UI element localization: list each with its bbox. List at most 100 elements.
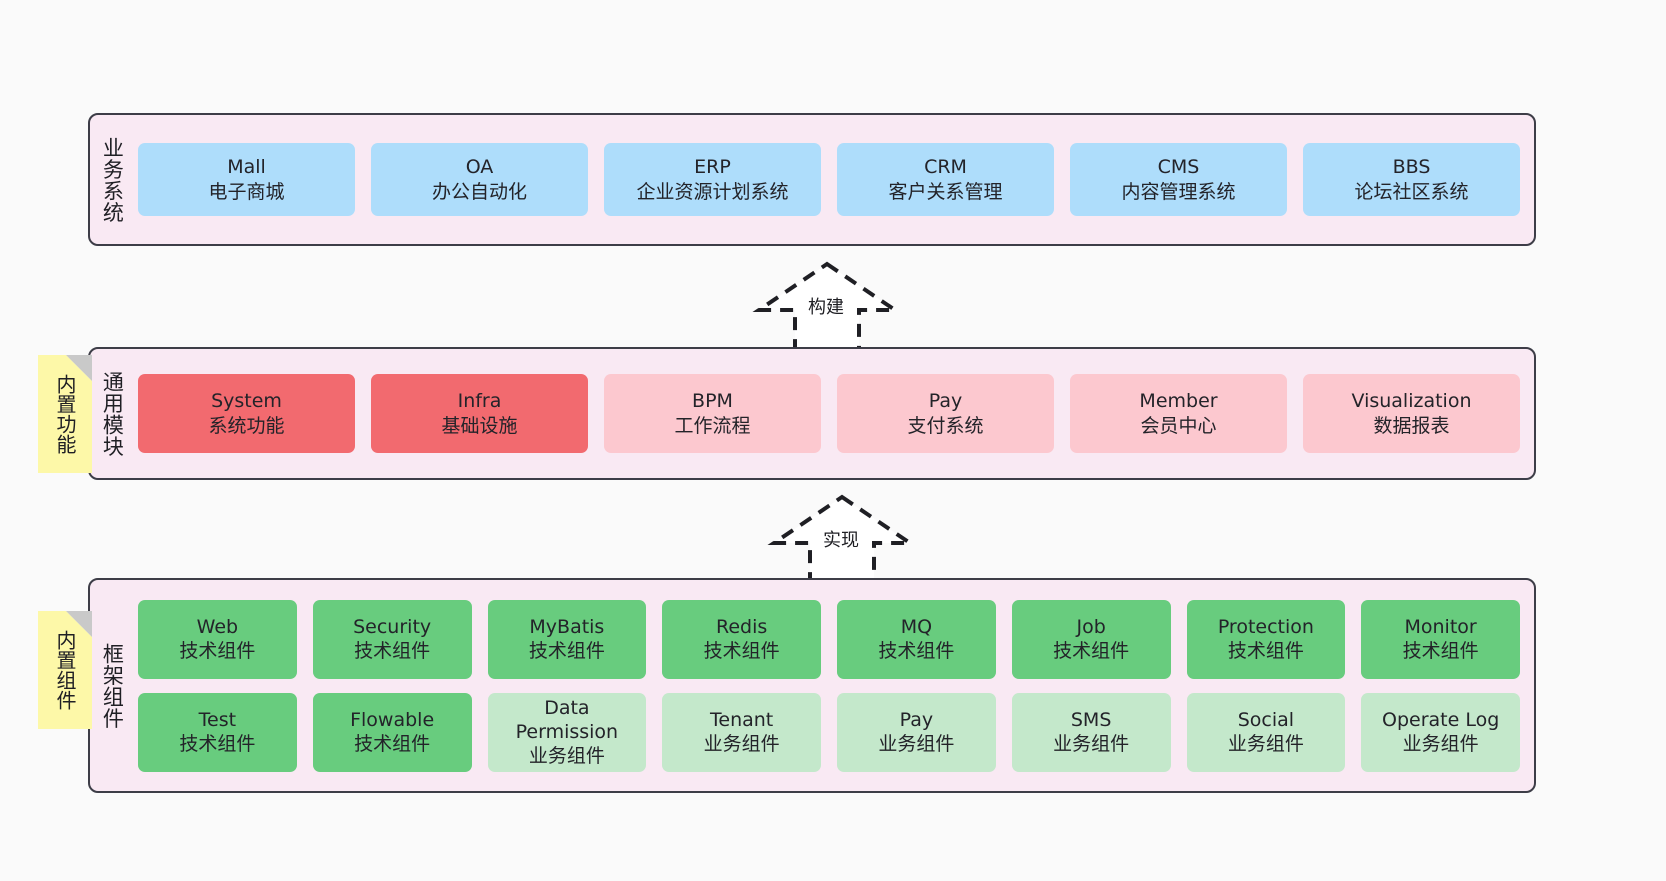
component-subtitle: 技术组件: [1053, 640, 1130, 662]
connector-implement-label: 实现: [823, 530, 859, 551]
component-card-security[interactable]: Security 技术组件: [312, 599, 472, 679]
component-card-tenant[interactable]: Tenant 业务组件: [662, 692, 821, 772]
module-card-erp[interactable]: ERP 企业资源计划系统: [604, 143, 821, 216]
component-subtitle: 业务组件: [1227, 733, 1304, 755]
component-subtitle: 技术组件: [179, 733, 256, 755]
component-subtitle: 技术组件: [354, 640, 431, 662]
component-name: Operate Log: [1381, 708, 1500, 731]
sticky-note-label: 内置功能: [53, 374, 77, 454]
module-card-crm[interactable]: CRM 客户关系管理: [837, 143, 1054, 216]
module-name: Member: [1139, 390, 1218, 413]
component-name: MyBatis: [529, 615, 605, 638]
component-card-sms[interactable]: SMS 业务组件: [1011, 692, 1171, 772]
module-card-pay[interactable]: Pay 支付系统: [837, 374, 1054, 453]
module-subtitle: 电子商城: [208, 180, 285, 203]
layer-common-modules: 通用模块 System 系统功能 Infra 基础设施 BPM 工作流程 Pay…: [88, 347, 1536, 480]
component-subtitle: 技术组件: [878, 640, 955, 662]
module-card-mall[interactable]: Mall 电子商城: [138, 143, 355, 216]
component-card-mq[interactable]: MQ 技术组件: [837, 599, 996, 679]
module-card-infra[interactable]: Infra 基础设施: [371, 374, 588, 453]
component-card-protection[interactable]: Protection 技术组件: [1186, 599, 1346, 679]
layer-title-common-modules: 通用模块: [100, 370, 125, 457]
note-fold-corner-icon: [66, 355, 92, 381]
component-subtitle: 业务组件: [1402, 733, 1479, 755]
component-card-redis[interactable]: Redis 技术组件: [662, 599, 821, 679]
module-name: BPM: [692, 390, 733, 413]
module-name: BBS: [1392, 156, 1431, 179]
component-card-test[interactable]: Test 技术组件: [138, 692, 297, 772]
component-card-monitor[interactable]: Monitor 技术组件: [1361, 599, 1520, 679]
module-subtitle: 办公自动化: [431, 180, 527, 203]
module-name: CRM: [924, 156, 967, 179]
module-card-member[interactable]: Member 会员中心: [1070, 374, 1287, 453]
component-subtitle: 技术组件: [354, 733, 431, 755]
module-name: OA: [465, 156, 494, 179]
component-subtitle: 技术组件: [703, 640, 780, 662]
module-subtitle: 论坛社区系统: [1354, 180, 1469, 203]
component-name: Tenant: [710, 708, 774, 731]
module-card-bpm[interactable]: BPM 工作流程: [604, 374, 821, 453]
component-name: Social: [1237, 708, 1295, 731]
component-card-web[interactable]: Web 技术组件: [138, 599, 297, 679]
module-subtitle: 数据报表: [1373, 414, 1450, 437]
component-name: Flowable: [350, 708, 435, 731]
module-card-bbs[interactable]: BBS 论坛社区系统: [1303, 143, 1520, 216]
module-subtitle: 支付系统: [907, 414, 984, 437]
component-card-pay[interactable]: Pay 业务组件: [837, 692, 996, 772]
layer-title-framework-components: 框架组件: [100, 642, 125, 729]
component-card-job[interactable]: Job 技术组件: [1011, 599, 1171, 679]
module-subtitle: 基础设施: [441, 414, 518, 437]
component-name: Test: [198, 708, 237, 731]
module-name: Mall: [227, 156, 266, 179]
layer-business-systems: 业务系统 Mall 电子商城 OA 办公自动化 ERP 企业资源计划系统 CRM…: [88, 113, 1536, 246]
component-subtitle: 技术组件: [528, 640, 605, 662]
row: Mall 电子商城 OA 办公自动化 ERP 企业资源计划系统 CRM 客户关系…: [138, 143, 1520, 216]
layer-body-framework-components: Web 技术组件 Security 技术组件 MyBatis 技术组件 Redi…: [134, 580, 1534, 791]
row: Web 技术组件 Security 技术组件 MyBatis 技术组件 Redi…: [138, 599, 1520, 679]
module-name: Visualization: [1351, 390, 1472, 413]
layer-body-business-systems: Mall 电子商城 OA 办公自动化 ERP 企业资源计划系统 CRM 客户关系…: [134, 115, 1534, 244]
module-card-visualization[interactable]: Visualization 数据报表: [1303, 374, 1520, 453]
module-card-oa[interactable]: OA 办公自动化: [371, 143, 588, 216]
sticky-note-label: 内置组件: [53, 630, 77, 710]
layer-title-business-systems: 业务系统: [100, 136, 125, 223]
component-card-social[interactable]: Social 业务组件: [1186, 692, 1346, 772]
component-subtitle: 技术组件: [1402, 640, 1479, 662]
module-name: Pay: [928, 390, 963, 413]
component-card-data-permission[interactable]: Data Permission 业务组件: [487, 692, 647, 772]
sticky-note-builtin-components: 内置组件: [38, 611, 92, 729]
connector-build: [747, 258, 907, 354]
module-name: CMS: [1157, 156, 1200, 179]
component-card-operate-log[interactable]: Operate Log 业务组件: [1361, 692, 1520, 772]
module-subtitle: 企业资源计划系统: [636, 180, 789, 203]
module-subtitle: 工作流程: [674, 414, 751, 437]
sticky-note-builtin-features: 内置功能: [38, 355, 92, 473]
component-name: Protection: [1217, 615, 1314, 638]
module-card-system[interactable]: System 系统功能: [138, 374, 355, 453]
component-subtitle: 技术组件: [179, 640, 256, 662]
connector-build-label: 构建: [808, 297, 844, 318]
module-subtitle: 会员中心: [1140, 414, 1217, 437]
component-name: Monitor: [1404, 615, 1477, 638]
component-name: Web: [196, 615, 239, 638]
component-subtitle: 业务组件: [878, 733, 955, 755]
module-name: Infra: [457, 390, 502, 413]
component-card-mybatis[interactable]: MyBatis 技术组件: [487, 599, 647, 679]
layer-framework-components: 框架组件 Web 技术组件 Security 技术组件 MyBatis 技术组件…: [88, 578, 1536, 793]
component-subtitle: 技术组件: [1227, 640, 1304, 662]
module-card-cms[interactable]: CMS 内容管理系统: [1070, 143, 1287, 216]
component-name: MQ: [900, 615, 933, 638]
component-name: Pay: [899, 708, 934, 731]
component-name: SMS: [1070, 708, 1112, 731]
component-card-flowable[interactable]: Flowable 技术组件: [312, 692, 472, 772]
component-subtitle: 业务组件: [703, 733, 780, 755]
row: System 系统功能 Infra 基础设施 BPM 工作流程 Pay 支付系统…: [138, 374, 1520, 453]
component-name: Security: [353, 615, 432, 638]
component-name: Data Permission: [515, 696, 619, 743]
component-subtitle: 业务组件: [1053, 733, 1130, 755]
row: Test 技术组件 Flowable 技术组件 Data Permission …: [138, 692, 1520, 772]
note-fold-corner-icon: [66, 611, 92, 637]
module-name: ERP: [694, 156, 731, 179]
module-subtitle: 客户关系管理: [888, 180, 1003, 203]
